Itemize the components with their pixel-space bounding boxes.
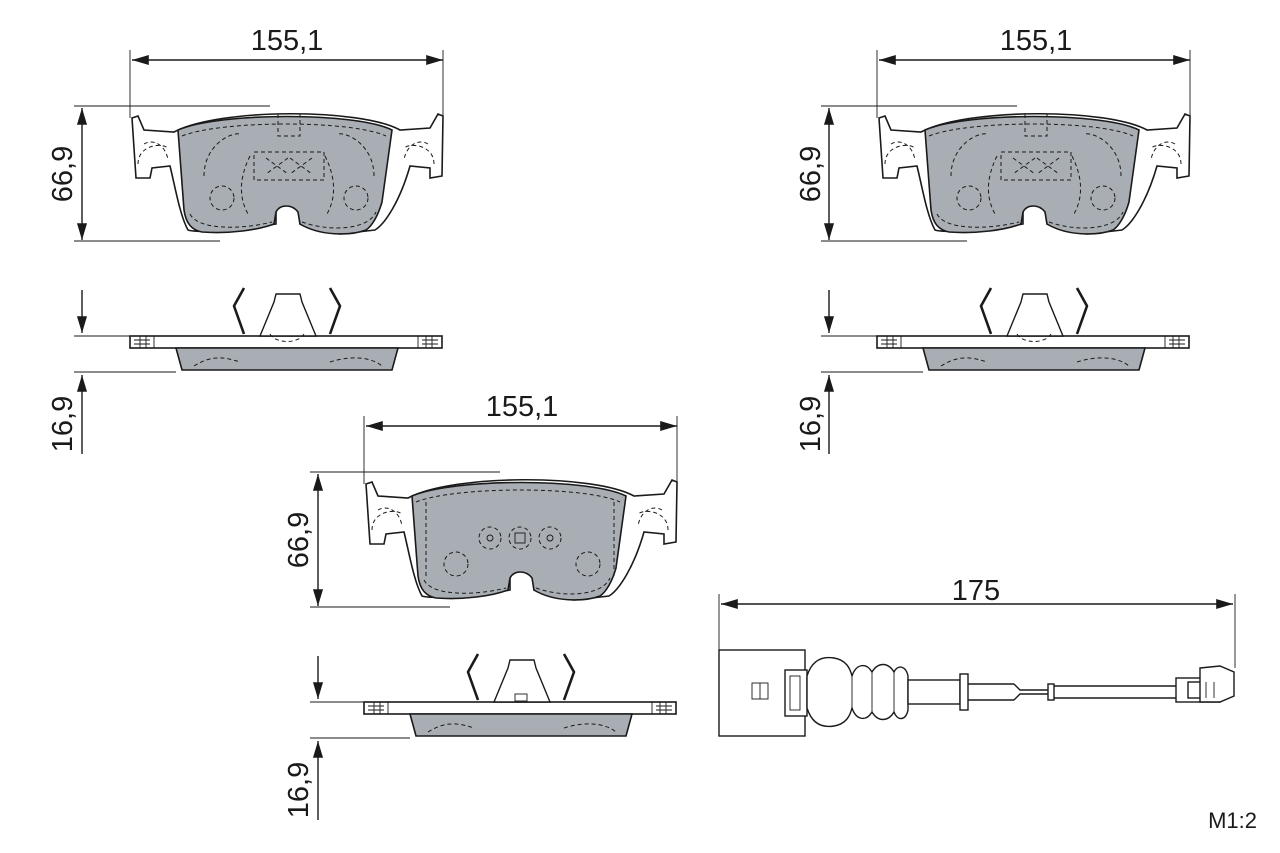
pad-top-right-side [876,335,1190,371]
pad-top-left-front [131,112,444,235]
pad-top-right-front [878,112,1191,235]
pad-top-left-side [129,335,443,371]
width-label-center: 155,1 [486,391,559,423]
sensor-length-label: 175 [952,575,1000,607]
thickness-label-tr: 16,9 [795,396,827,452]
width-label-tl: 155,1 [251,25,324,57]
scale-label: M1:2 [1208,808,1257,833]
pad-center-front [365,478,678,601]
thickness-label-tl: 16,9 [47,396,79,452]
wear-sensor [718,649,1235,737]
clip-tl [232,287,342,335]
pad-center-side [363,701,677,737]
width-label-tr: 155,1 [1000,25,1073,57]
thickness-label-center: 16,9 [283,762,315,818]
height-label-center: 66,9 [283,512,315,568]
height-label-tr: 66,9 [795,146,827,202]
height-label-tl: 66,9 [47,146,79,202]
